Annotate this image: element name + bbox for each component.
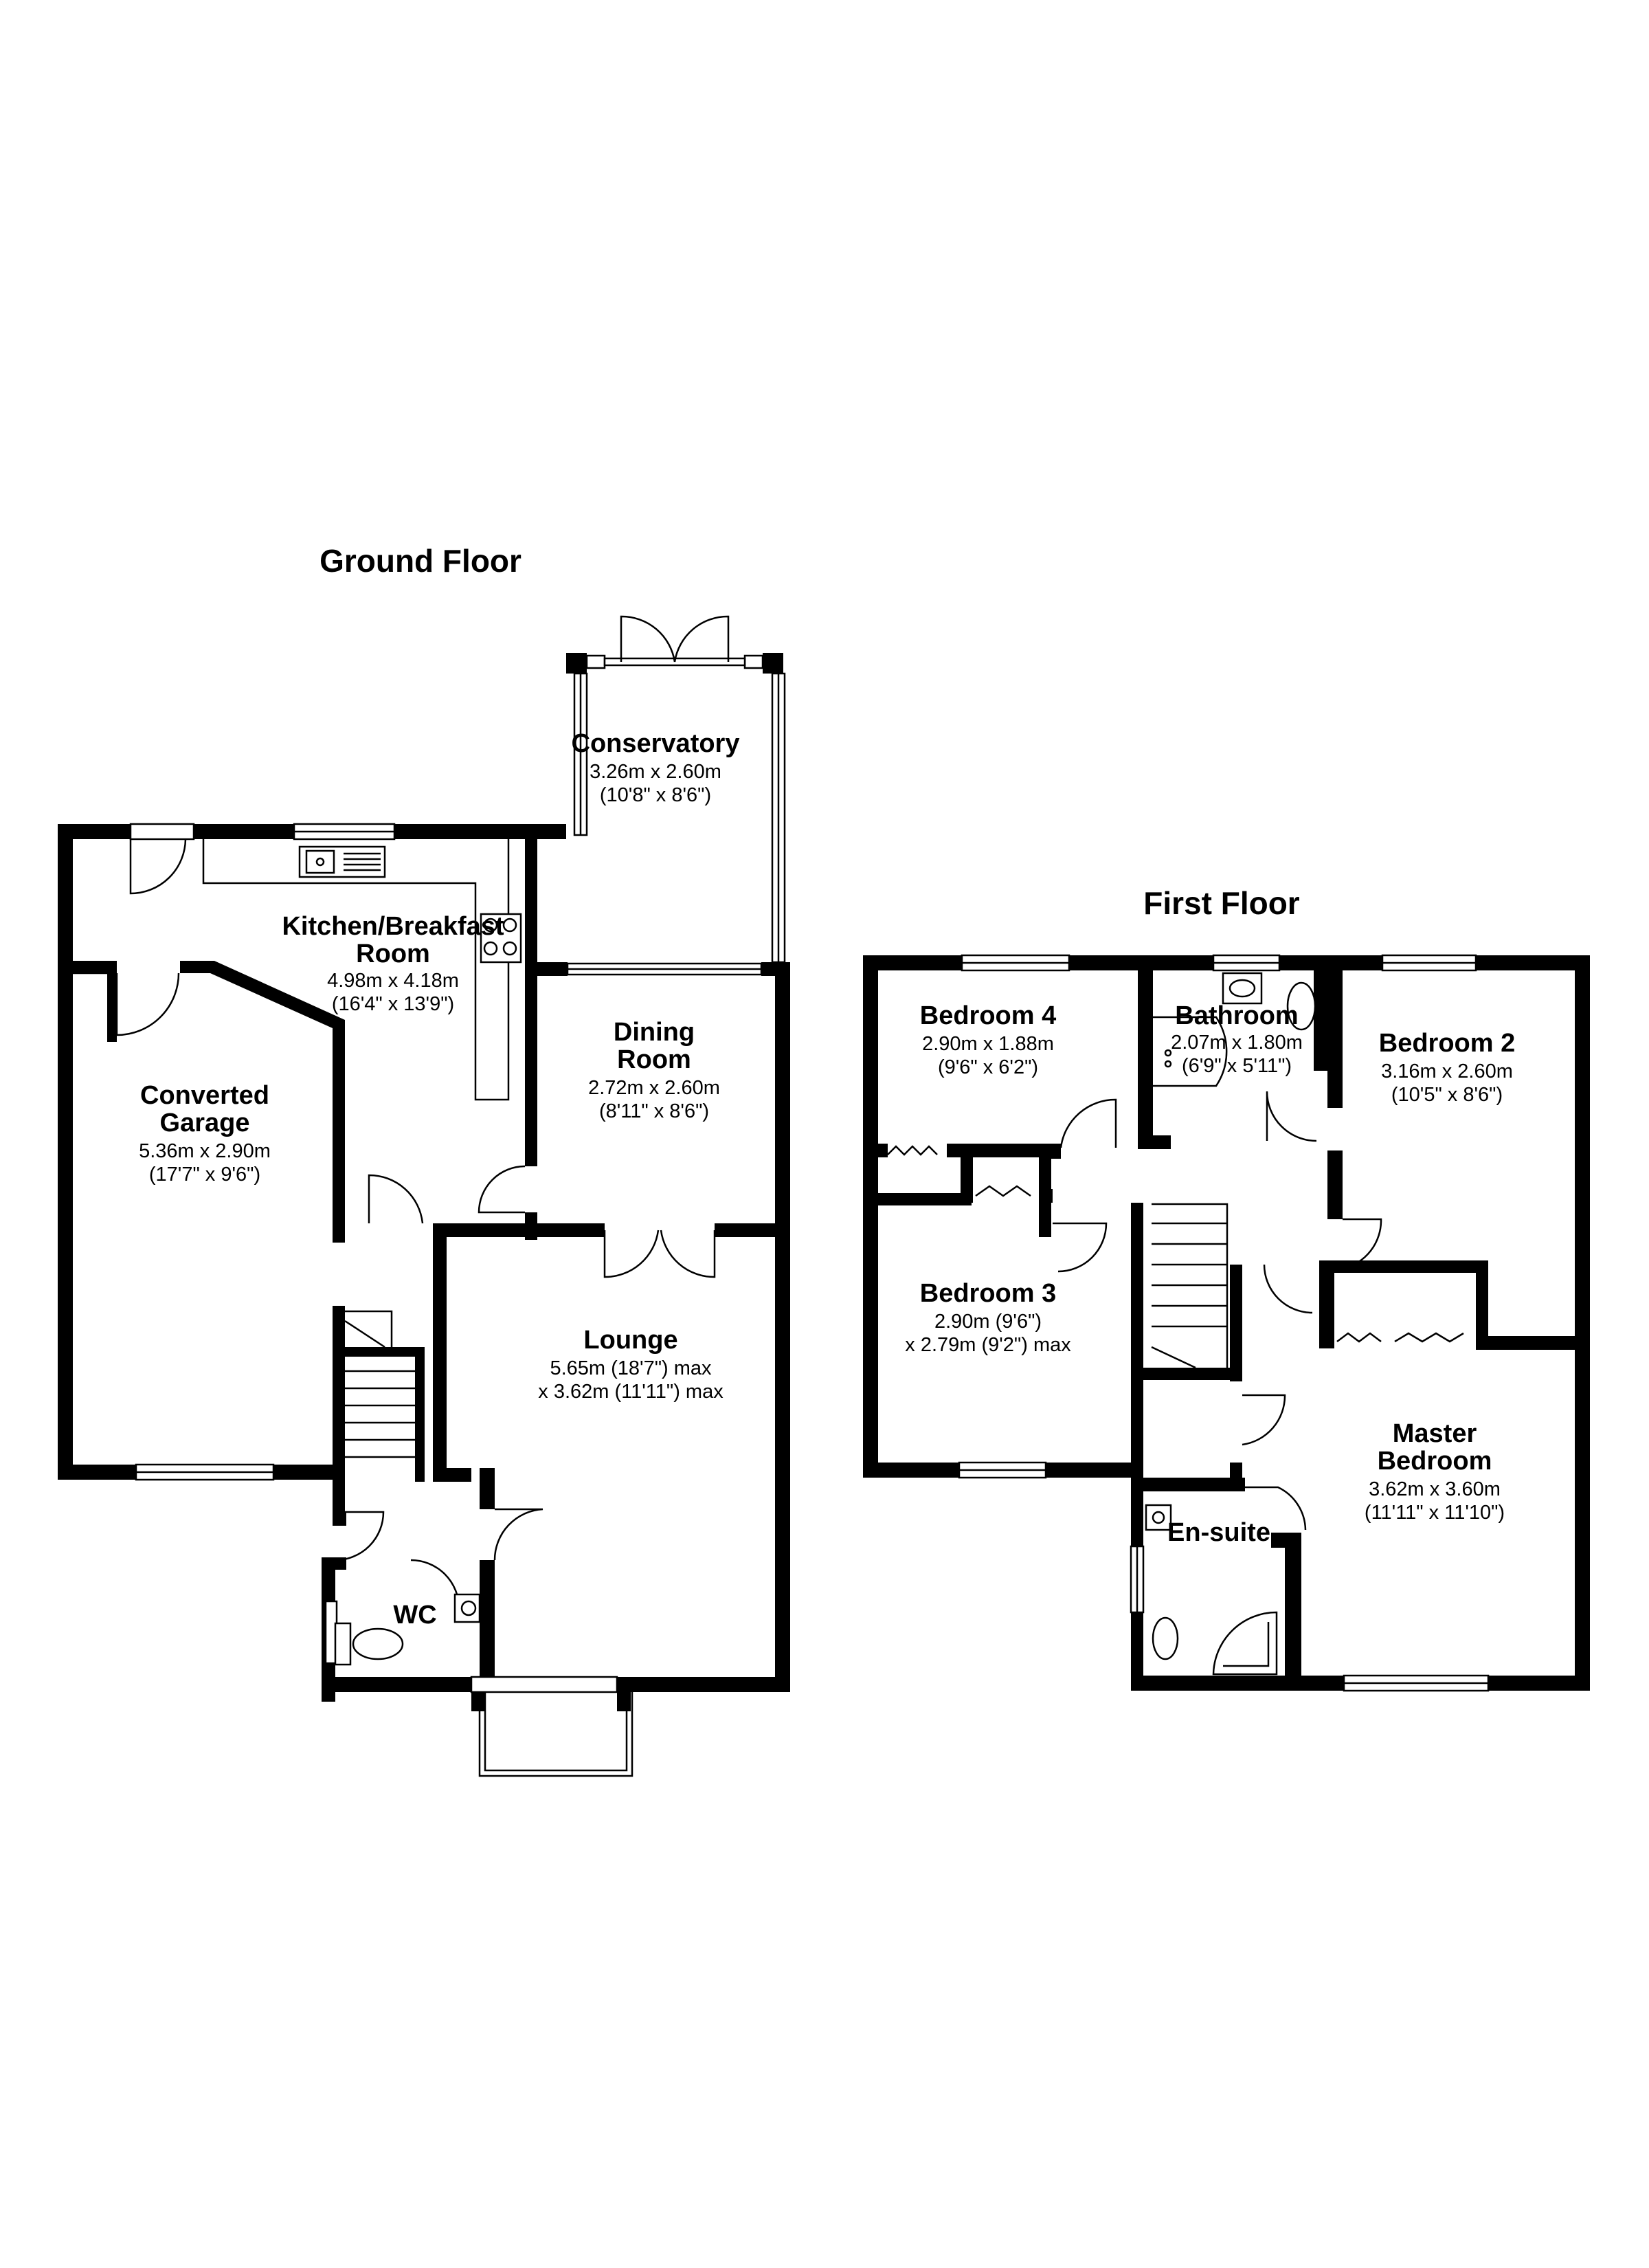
- bedroom3-name: Bedroom 3: [920, 1279, 1056, 1308]
- kitchen-name-line2: Room: [356, 940, 430, 968]
- wc-fittings: [334, 1593, 481, 1666]
- first-floor-labels: First Floor Bedroom 4 2.90m x 1.88m (9'6…: [905, 885, 1515, 1547]
- master-dims-metric: 3.62m x 3.60m: [1369, 1478, 1501, 1500]
- first-floor-walls: [863, 955, 1590, 1691]
- kitchen-name-line1: Kitchen/Breakfast: [282, 912, 504, 941]
- bathroom-dims-imperial: (6'9" x 5'11"): [1182, 1055, 1292, 1077]
- garage-name-line2: Garage: [160, 1109, 250, 1137]
- lounge-dims-line1: 5.65m (18'7") max: [550, 1357, 712, 1379]
- ground-floor-windows: [73, 615, 786, 1777]
- first-floor-title: First Floor: [1143, 885, 1300, 921]
- wc-name: WC: [393, 1601, 436, 1630]
- master-name-line1: Master: [1393, 1419, 1477, 1448]
- conservatory-name: Conservatory: [572, 729, 740, 758]
- kitchen-fittings: [202, 839, 522, 1101]
- dining-dims-imperial: (8'11" x 8'6"): [599, 1100, 709, 1122]
- lounge-dims-line2: x 3.62m (11'11") max: [538, 1381, 723, 1403]
- lounge-name: Lounge: [583, 1326, 677, 1355]
- bedroom4-dims-metric: 2.90m x 1.88m: [922, 1033, 1054, 1055]
- bedroom2-dims-metric: 3.16m x 2.60m: [1381, 1060, 1513, 1082]
- bedroom4-dims-imperial: (9'6" x 6'2"): [938, 1056, 1038, 1078]
- bathroom-name: Bathroom: [1175, 1001, 1298, 1030]
- bedroom3-dims-line2: x 2.79m (9'2") max: [905, 1334, 1071, 1356]
- bathroom-dims-metric: 2.07m x 1.80m: [1171, 1032, 1303, 1054]
- kitchen-dims-metric: 4.98m x 4.18m: [327, 970, 459, 992]
- garage-dims-imperial: (17'7" x 9'6"): [149, 1164, 260, 1186]
- bedroom2-dims-imperial: (10'5" x 8'6"): [1391, 1084, 1503, 1106]
- master-name-line2: Bedroom: [1378, 1447, 1492, 1476]
- ground-floor-labels: Ground Floor Conservatory 3.26m x 2.60m …: [139, 543, 739, 1630]
- garage-name-line1: Converted: [140, 1081, 269, 1110]
- bedroom2-name: Bedroom 2: [1379, 1029, 1515, 1058]
- bedroom3-dims-line1: 2.90m (9'6"): [934, 1311, 1042, 1333]
- dining-name-line2: Room: [617, 1045, 691, 1074]
- ensuite-fittings: [1145, 1504, 1278, 1676]
- conservatory-dims-imperial: (10'8" x 8'6"): [600, 784, 711, 806]
- ensuite-name: En-suite: [1167, 1518, 1270, 1547]
- master-dims-imperial: (11'11" x 11'10"): [1365, 1502, 1505, 1524]
- bathroom-fittings: [1153, 972, 1316, 1087]
- dining-dims-metric: 2.72m x 2.60m: [588, 1077, 720, 1099]
- first-floor-windows: [887, 954, 1490, 1692]
- garage-dims-metric: 5.36m x 2.90m: [139, 1140, 271, 1162]
- conservatory-dims-metric: 3.26m x 2.60m: [590, 761, 721, 783]
- ground-floor-walls: [58, 824, 790, 1702]
- kitchen-dims-imperial: (16'4" x 13'9"): [332, 993, 454, 1015]
- bedroom4-name: Bedroom 4: [920, 1001, 1056, 1030]
- ground-floor-title: Ground Floor: [319, 543, 521, 579]
- dining-name-line1: Dining: [614, 1018, 695, 1047]
